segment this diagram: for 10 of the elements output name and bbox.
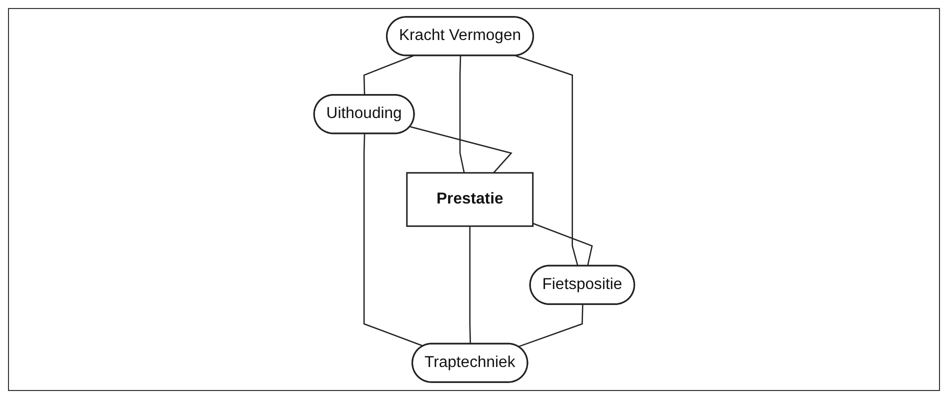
connector xyxy=(410,126,512,174)
connector xyxy=(532,222,593,266)
connector xyxy=(469,226,471,344)
diagram-frame: Kracht Vermogen Uithouding Prestatie Fietspositie Traptechniek xyxy=(8,8,940,391)
connector xyxy=(459,56,465,173)
connector xyxy=(363,134,424,347)
connector xyxy=(363,55,414,96)
connector xyxy=(515,55,578,266)
node-box xyxy=(406,172,534,227)
connector xyxy=(518,304,584,348)
